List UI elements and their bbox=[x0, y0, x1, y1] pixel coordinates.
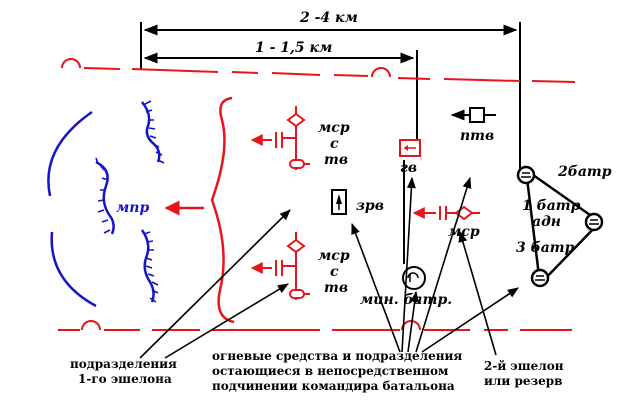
mortar-battery: мин. батр. bbox=[360, 266, 452, 308]
svg-text:мср: мср bbox=[318, 248, 350, 264]
batr2-label: 2батр bbox=[557, 164, 612, 180]
dimension-inner-label: 1 - 1,5 км bbox=[255, 40, 332, 56]
svg-text:подразделения: подразделения bbox=[70, 357, 177, 371]
artillery-battalion bbox=[516, 165, 604, 288]
mpr-label: мпр bbox=[116, 200, 149, 216]
svg-text:с: с bbox=[330, 264, 339, 280]
svg-text:тв: тв bbox=[324, 280, 348, 296]
svg-text:огневые средства и подразделен: огневые средства и подразделения bbox=[212, 349, 462, 363]
ptv-label: птв bbox=[460, 128, 494, 144]
svg-text:остающиеся в непосредственном: остающиеся в непосредственном bbox=[212, 364, 449, 378]
svg-text:2-й эшелон: 2-й эшелон bbox=[484, 359, 564, 373]
front-line-top bbox=[61, 58, 576, 83]
caption-fire-means: огневые средства и подразделения остающи… bbox=[212, 349, 462, 393]
svg-text:мср: мср bbox=[318, 120, 350, 136]
dimension-inner: 1 - 1,5 км bbox=[143, 40, 418, 140]
svg-text:с: с bbox=[330, 136, 339, 152]
msr-bottom-company bbox=[250, 232, 310, 300]
batr3-label: 3 батр bbox=[516, 240, 575, 256]
batr1-label: 1 батр bbox=[522, 198, 581, 214]
zrv-label: зрв bbox=[356, 198, 384, 214]
adn-label: адн bbox=[532, 214, 561, 230]
dimension-outer-label: 2 -4 км bbox=[299, 10, 358, 26]
min-batr-label: мин. батр. bbox=[360, 292, 452, 308]
caption-first-echelon: подразделения 1-го эшелона bbox=[70, 357, 177, 386]
msr-top-label: мср с тв bbox=[318, 120, 350, 168]
msr-top-company bbox=[250, 106, 310, 170]
enemy-position: мпр bbox=[47, 100, 165, 308]
first-echelon-brace bbox=[210, 96, 235, 324]
msr-right-company bbox=[412, 205, 480, 221]
ptv-platoon: птв bbox=[450, 107, 496, 144]
leader-arrows bbox=[139, 176, 519, 359]
msr-bottom-label: мср с тв bbox=[318, 248, 350, 296]
dimension-outer: 2 -4 км bbox=[140, 10, 521, 170]
svg-text:подчинении командира батальона: подчинении командира батальона bbox=[212, 379, 455, 393]
svg-text:1-го эшелона: 1-го эшелона bbox=[78, 372, 172, 386]
gv-label: гв bbox=[400, 160, 417, 176]
front-line-bottom bbox=[58, 320, 572, 331]
svg-text:тв: тв bbox=[324, 152, 348, 168]
zrv-platoon: зрв bbox=[331, 189, 384, 215]
caption-second-echelon: 2-й эшелон или резерв bbox=[484, 359, 564, 388]
svg-text:или резерв: или резерв bbox=[484, 374, 563, 388]
